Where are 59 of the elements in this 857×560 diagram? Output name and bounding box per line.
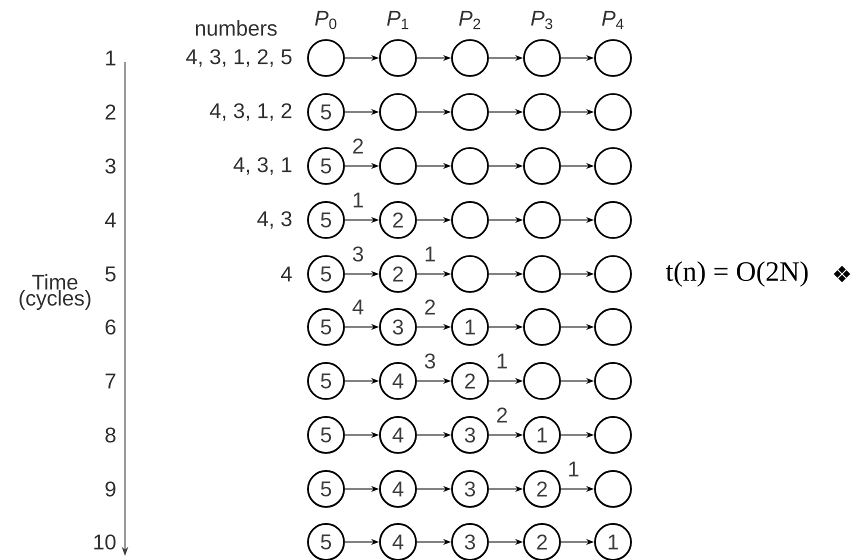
- row-number: 1: [106, 50, 116, 66]
- number-list: 4: [281, 266, 292, 282]
- edge-label: 1: [350, 191, 366, 209]
- empty-circle: [594, 201, 632, 239]
- row-number: 7: [106, 374, 116, 388]
- empty-circle: [523, 308, 561, 346]
- empty-circle: [523, 255, 561, 293]
- edge-label: 1: [494, 352, 510, 370]
- empty-circle: [594, 147, 632, 185]
- row-number: 5: [105, 266, 116, 282]
- empty-circle: [594, 362, 632, 400]
- edge-label: 1: [566, 460, 581, 478]
- column-heading: P$_{4}$: [602, 10, 624, 30]
- empty-circle: [523, 147, 561, 185]
- row-number: 4: [105, 212, 116, 228]
- number-list: 4, 3: [257, 211, 292, 229]
- empty-circle: [379, 147, 417, 185]
- empty-circle: [594, 470, 632, 508]
- empty-circle: [594, 308, 632, 346]
- empty-circle: [523, 39, 561, 77]
- number-list: 4, 3, 1, 2: [210, 103, 292, 121]
- empty-circle: [594, 255, 632, 293]
- empty-circle: [523, 201, 561, 239]
- empty-circle: [594, 39, 632, 77]
- diamond-symbol: ❖: [834, 266, 850, 282]
- column-heading: P$_{0}$: [315, 10, 336, 30]
- row-number: 6: [106, 319, 116, 335]
- column-heading: P$_{1}$: [387, 10, 408, 30]
- axis-label: Time (cycles): [20, 274, 90, 310]
- formula-text: t(n) = O(2N): [666, 261, 808, 287]
- empty-circle: [594, 416, 632, 454]
- empty-circle: [451, 255, 489, 293]
- empty-circle: [307, 39, 345, 77]
- row-number: 3: [105, 158, 116, 174]
- column-heading: P$_{3}$: [531, 10, 552, 30]
- edge-label: 2: [350, 137, 366, 155]
- row-number: 10: [94, 534, 116, 550]
- row-number: 9: [106, 481, 116, 497]
- empty-circle: [451, 147, 489, 185]
- empty-circle: [379, 39, 417, 77]
- row-number: 8: [105, 427, 116, 443]
- edge-label: 3: [350, 245, 366, 263]
- edge-label: 3: [422, 352, 438, 370]
- edge-label: 2: [422, 298, 438, 316]
- empty-circle: [379, 93, 417, 131]
- number-list: 4, 3, 1, 2, 5: [186, 49, 292, 67]
- empty-circle: [451, 39, 489, 77]
- edge-label: 2: [494, 406, 510, 424]
- empty-circle: [594, 93, 632, 131]
- row-number: 2: [106, 104, 116, 120]
- empty-circle: [523, 362, 561, 400]
- column-heading: P$_{2}$: [459, 10, 480, 30]
- edge-label: 4: [350, 298, 366, 316]
- number-list: 4, 3, 1: [234, 157, 292, 175]
- column-heading: numbers: [196, 20, 277, 36]
- empty-circle: [523, 93, 561, 131]
- empty-circle: [451, 93, 489, 131]
- edge-label: 1: [422, 245, 438, 263]
- empty-circle: [451, 201, 489, 239]
